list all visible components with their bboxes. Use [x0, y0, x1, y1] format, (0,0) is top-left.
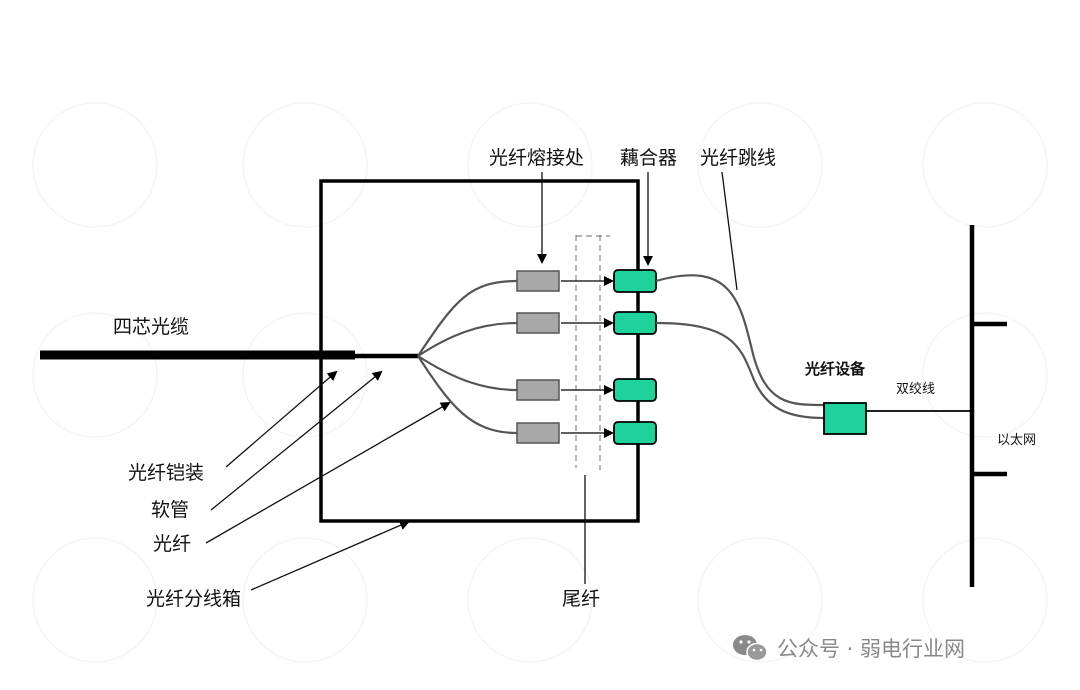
ethernet-bus [969, 225, 1007, 587]
fusion-splice [516, 422, 560, 444]
fusion-splice [516, 379, 560, 401]
coupler [613, 378, 657, 402]
coupler [613, 311, 657, 335]
background-watermark-rings [32, 102, 1048, 663]
coupler [613, 421, 657, 445]
fan-out-fibers [417, 279, 518, 435]
patch-cords [655, 274, 825, 420]
label-fiber-equipment: 光纤设备 [804, 360, 866, 378]
wechat-icon [733, 635, 768, 662]
label-distribution-box: 光纤分线箱 [146, 588, 241, 610]
source-watermark: 公众号 · 弱电行业网 [733, 635, 965, 662]
label-fiber: 光纤 [153, 533, 191, 555]
label-coupler: 藕合器 [620, 147, 677, 169]
top-pointers [537, 171, 738, 291]
label-four-core-cable: 四芯光缆 [113, 316, 189, 338]
bottom-pointers [205, 370, 586, 591]
distribution-box-outline [319, 179, 640, 523]
source-watermark-text: 公众号 · 弱电行业网 [777, 637, 965, 661]
label-fusion-splice: 光纤熔接处 [489, 147, 584, 169]
fusion-splices [516, 270, 560, 444]
coupler [613, 269, 657, 293]
fiber-equipment-box [823, 402, 867, 435]
label-patch-cord: 光纤跳线 [700, 147, 776, 169]
couplers [613, 269, 657, 445]
label-pigtail: 尾纤 [562, 588, 600, 610]
fusion-splice [516, 312, 560, 334]
label-fiber-armor: 光纤铠装 [128, 462, 204, 484]
pigtail-arrows [561, 276, 614, 438]
fusion-splice [516, 270, 560, 292]
pigtail-region [575, 235, 610, 470]
label-twisted-pair: 双绞线 [896, 381, 935, 397]
label-ethernet: 以太网 [997, 433, 1036, 448]
label-soft-tube: 软管 [151, 499, 189, 521]
